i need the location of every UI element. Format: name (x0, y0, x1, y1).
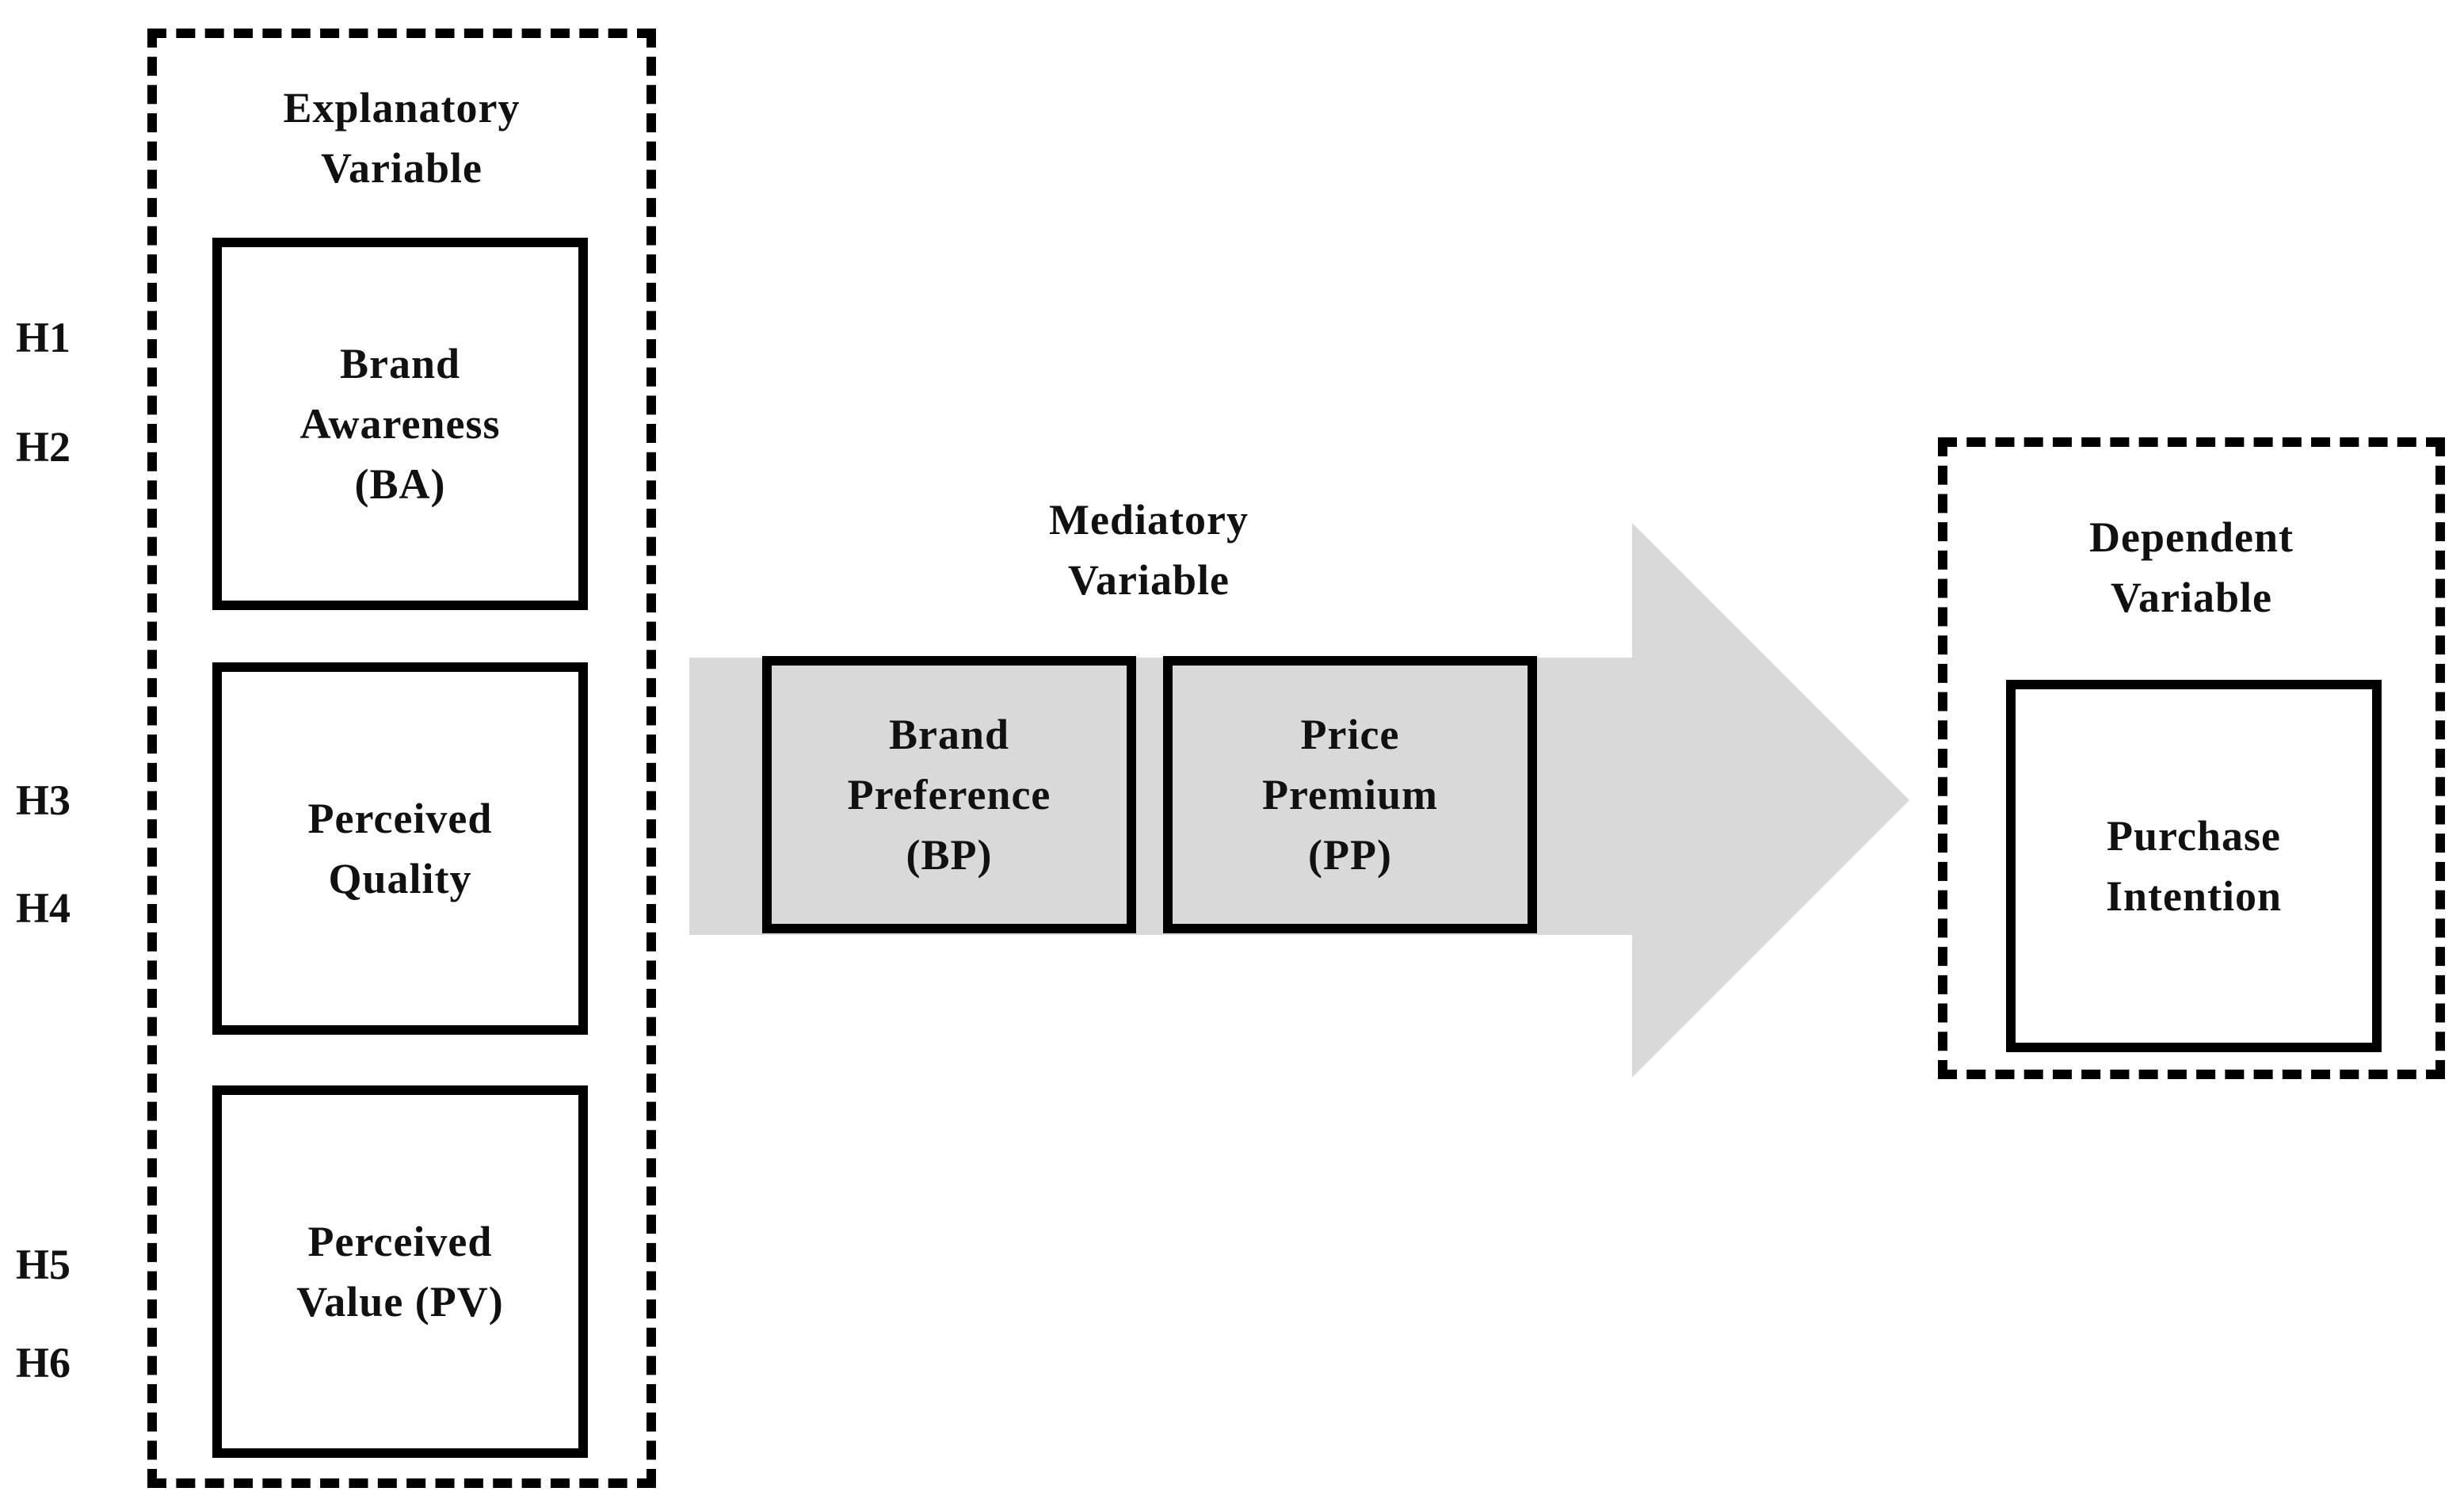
dependent-title: Dependent Variable (2088, 513, 2294, 621)
hypothesis-h4: H4 (16, 884, 71, 932)
purchase-intention-label: Purchase Intention (2105, 812, 2283, 920)
explanatory-title: Explanatory Variable (283, 84, 521, 192)
brand-preference-box: Brand Preference (BP) (762, 656, 1136, 933)
hypothesis-h1: H1 (16, 314, 71, 361)
mediatory-title: Mediatory Variable (1049, 496, 1249, 604)
price-premium-box: Price Premium (PP) (1163, 656, 1537, 933)
perceived-value-box: Perceived Value (PV) (212, 1085, 588, 1458)
brand-awareness-label: Brand Awareness (BA) (299, 340, 501, 508)
purchase-intention-box: Purchase Intention (2006, 680, 2382, 1052)
price-premium-label: Price Premium (PP) (1262, 711, 1438, 879)
perceived-quality-box: Perceived Quality (212, 662, 588, 1035)
dependent-group (1938, 437, 2445, 1079)
perceived-quality-label: Perceived Quality (307, 795, 493, 902)
hypothesis-h2: H2 (16, 423, 71, 471)
hypothesis-h3: H3 (16, 776, 71, 824)
hypothesis-h5: H5 (16, 1241, 71, 1288)
brand-preference-label: Brand Preference (BP) (847, 711, 1051, 879)
brand-awareness-box: Brand Awareness (BA) (212, 238, 588, 610)
explanatory-group (147, 29, 656, 1488)
perceived-value-label: Perceived Value (PV) (296, 1218, 504, 1326)
hypothesis-h6: H6 (16, 1339, 71, 1387)
